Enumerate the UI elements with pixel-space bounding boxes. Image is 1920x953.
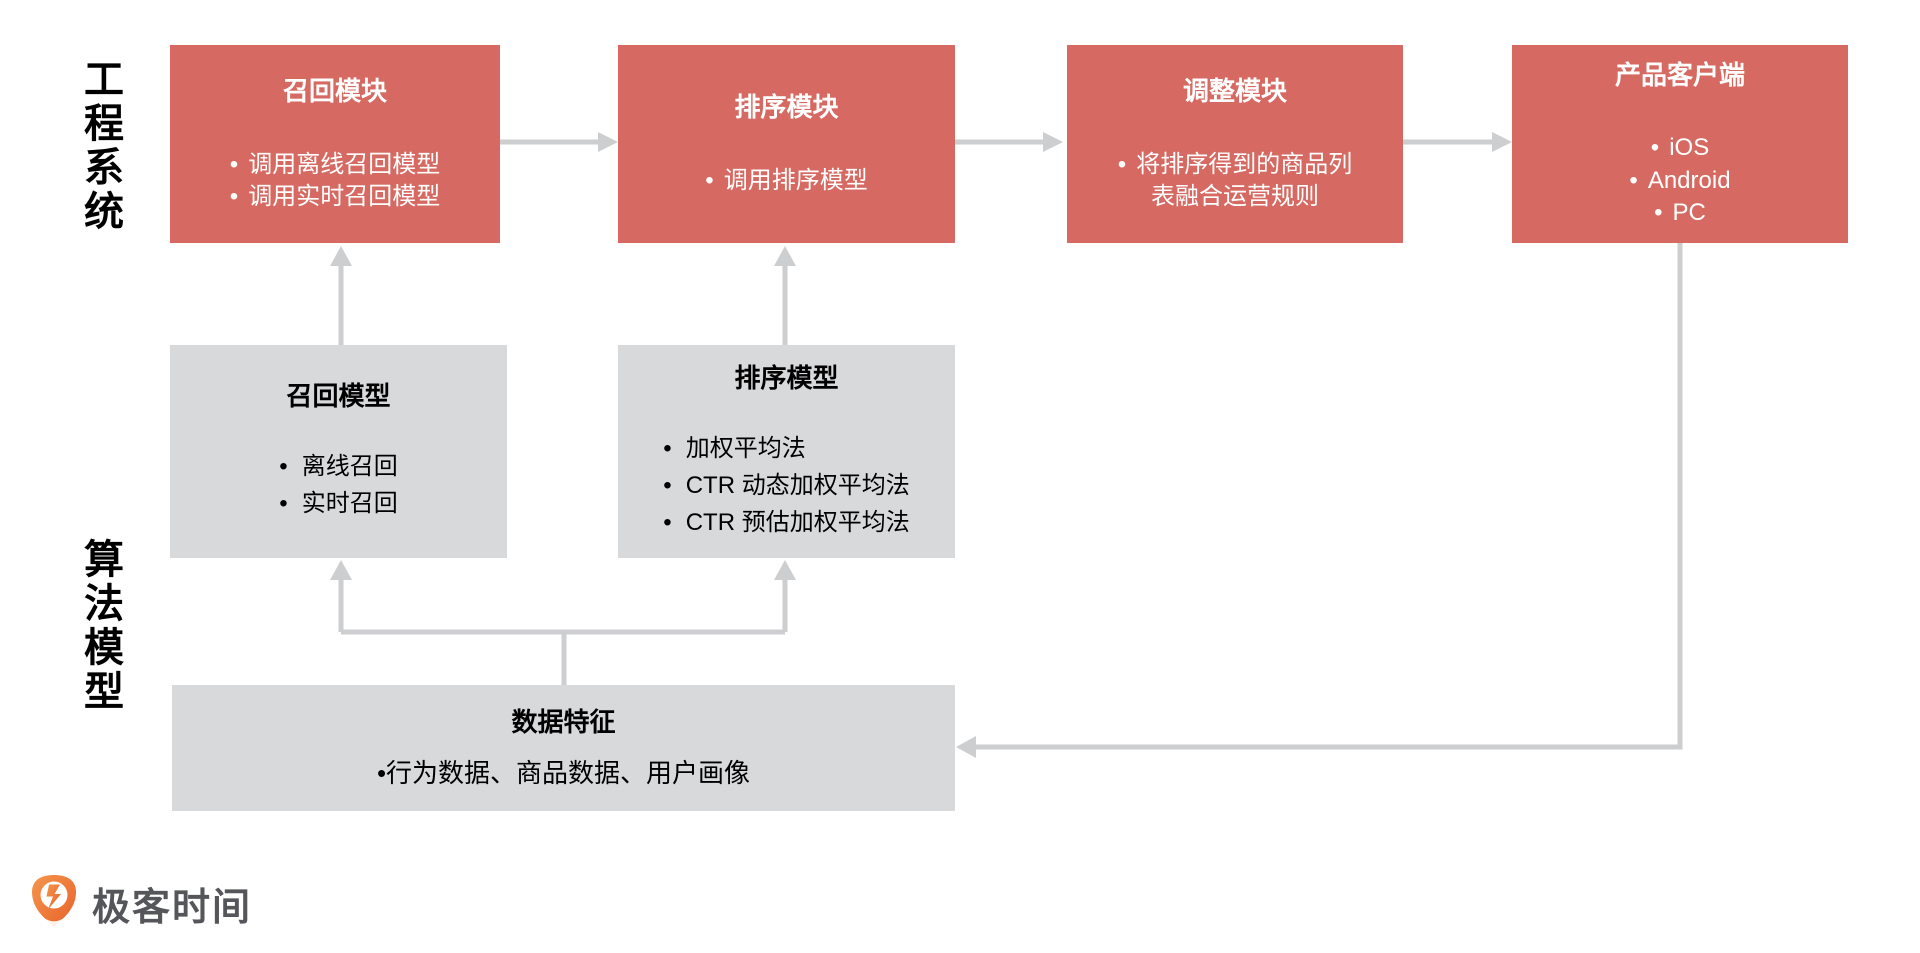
module-box-recall: 召回模块 调用离线召回模型 调用实时召回模型 bbox=[170, 45, 500, 243]
module-client-bullet-list: iOS Android PC bbox=[1629, 132, 1731, 229]
module-box-rank: 排序模块 调用排序模型 bbox=[618, 45, 955, 243]
data-features-title: 数据特征 bbox=[511, 706, 616, 737]
geektime-logo-text: 极客时间 bbox=[92, 887, 253, 929]
model-rank-bullet-list: 加权平均法 CTR 动态加权平均法 CTR 预估加权平均法 bbox=[663, 430, 910, 542]
bullet-item: 将排序得到的商品列表融合运营规则 bbox=[1110, 149, 1360, 214]
module-recall-bullet-list: 调用离线召回模型 调用实时召回模型 bbox=[230, 149, 440, 214]
module-recall-title: 召回模块 bbox=[282, 75, 387, 106]
geektime-logo: 极客时间 bbox=[30, 874, 252, 933]
model-box-rank: 排序模型 加权平均法 CTR 动态加权平均法 CTR 预估加权平均法 bbox=[618, 345, 955, 558]
section-label-engineering-system: 工程系统 bbox=[78, 58, 122, 234]
module-adjust-bullet-list: 将排序得到的商品列表融合运营规则 bbox=[1110, 149, 1360, 214]
bullet-item: 加权平均法 bbox=[663, 430, 909, 467]
arrow-adjust-to-client-head bbox=[1492, 132, 1512, 152]
model-recall-bullet-list: 离线召回 实时召回 bbox=[279, 448, 398, 522]
data-features-split-connector bbox=[341, 629, 785, 686]
arrow-rank-to-adjust-head bbox=[1043, 132, 1063, 152]
geektime-pin-icon bbox=[30, 874, 78, 933]
bullet-item: 离线召回 bbox=[279, 448, 398, 485]
module-client-title: 产品客户端 bbox=[1614, 59, 1745, 90]
bullet-item: 调用排序模型 bbox=[705, 165, 868, 197]
model-box-recall: 召回模型 离线召回 实时召回 bbox=[170, 345, 507, 558]
model-recall-title: 召回模型 bbox=[286, 381, 391, 412]
module-box-adjust: 调整模块 将排序得到的商品列表融合运营规则 bbox=[1067, 45, 1403, 243]
bullet-item: Android bbox=[1629, 165, 1731, 197]
bullet-item: iOS bbox=[1629, 132, 1730, 164]
bullet-item: 实时召回 bbox=[279, 485, 398, 522]
module-adjust-title: 调整模块 bbox=[1182, 75, 1287, 106]
module-box-product-client: 产品客户端 iOS Android PC bbox=[1512, 45, 1848, 243]
arrow-features-to-rank-model-head bbox=[774, 560, 796, 580]
arrow-recall-model-to-module-head bbox=[330, 246, 352, 266]
bullet-item: PC bbox=[1629, 197, 1730, 229]
data-features-bullet: 行为数据、商品数据、用户画像 bbox=[377, 753, 750, 790]
arrow-features-to-recall-model-head bbox=[330, 560, 352, 580]
bullet-item: 调用实时召回模型 bbox=[230, 181, 440, 213]
section-label-algorithm-model: 算法模型 bbox=[78, 538, 122, 714]
bullet-item: CTR 动态加权平均法 bbox=[663, 467, 910, 504]
arrow-recall-to-rank-head bbox=[598, 132, 618, 152]
arrow-client-to-features-head bbox=[956, 736, 976, 758]
module-rank-bullet-list: 调用排序模型 bbox=[705, 165, 868, 197]
module-rank-title: 排序模块 bbox=[734, 91, 839, 122]
bullet-item: 调用离线召回模型 bbox=[230, 149, 440, 181]
bullet-item: CTR 预估加权平均法 bbox=[663, 504, 910, 541]
arrow-rank-model-to-module-head bbox=[774, 246, 796, 266]
arrow-client-to-features-line bbox=[976, 243, 1683, 750]
model-rank-title: 排序模型 bbox=[734, 362, 839, 393]
data-features-box: 数据特征 行为数据、商品数据、用户画像 bbox=[172, 685, 955, 811]
